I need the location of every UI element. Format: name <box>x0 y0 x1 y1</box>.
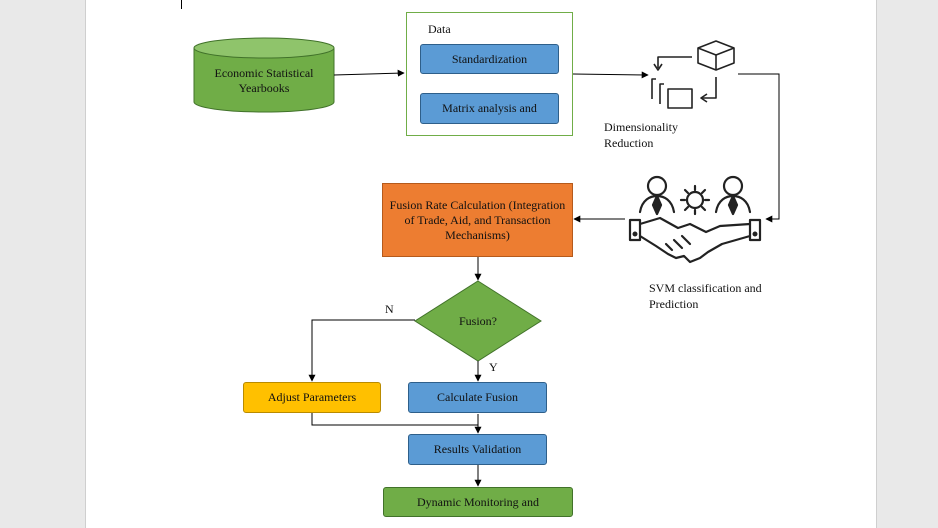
fusion-decision-label: Fusion? <box>458 313 497 328</box>
page-border-left <box>85 0 86 528</box>
cube-flow-icon <box>651 40 735 109</box>
adjust-parameters: Adjust Parameters <box>243 382 381 413</box>
calculate-fusion: Calculate Fusion <box>408 382 547 413</box>
fusion-rate-calculation: Fusion Rate Calculation (Integration of … <box>382 183 573 257</box>
standardization-step: Standardization <box>420 44 559 74</box>
business-handshake-icon <box>628 175 762 264</box>
dynamic-monitoring: Dynamic Monitoring and <box>383 487 573 517</box>
data-group-title: Data <box>428 22 451 36</box>
line-adjust-merge <box>311 413 478 426</box>
arrow-source-to-data <box>333 69 405 77</box>
svm-label: SVM classification and Prediction <box>649 281 762 311</box>
arrow-reduction-to-svm <box>738 73 780 223</box>
connectors <box>308 69 780 487</box>
branch-no-label: N <box>385 302 394 316</box>
arrow-data-to-reduction <box>572 71 649 79</box>
yearbooks-label: Economic Statistical Yearbooks <box>214 66 314 95</box>
matrix-analysis-step: Matrix analysis and <box>420 93 559 124</box>
text-cursor <box>181 0 182 9</box>
arrow-decision-no <box>308 319 415 382</box>
dimensionality-reduction-label: Dimensionality Reduction <box>604 120 678 150</box>
branch-yes-label: Y <box>489 360 498 374</box>
results-validation: Results Validation <box>408 434 547 465</box>
page-border-right <box>876 0 877 528</box>
yearbooks-database <box>193 37 335 113</box>
